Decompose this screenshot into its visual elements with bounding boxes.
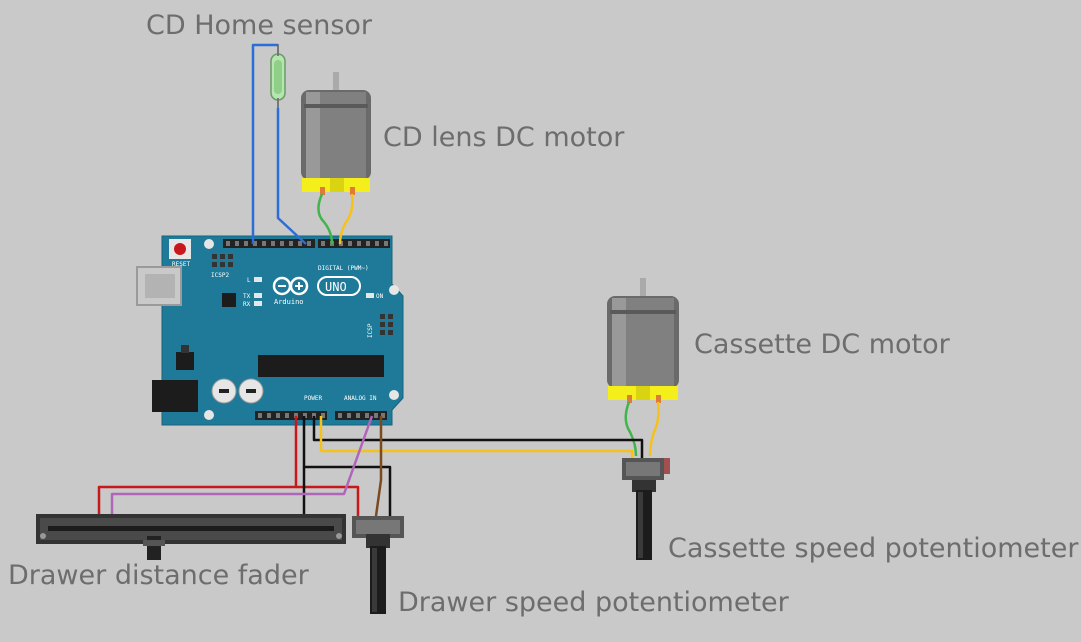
brand-label: Arduino (274, 298, 304, 306)
wire-green-cassette-motor (624, 401, 638, 457)
wire-blue-sensor-1 (251, 43, 278, 244)
cd-home-sensor (270, 44, 286, 108)
icsp2-label: ICSP2 (211, 272, 229, 279)
power-jack (152, 380, 198, 412)
wire-yellow-cassette-pot (319, 416, 634, 458)
wire-black-drawer-pot (302, 416, 392, 516)
drawer-distance-fader (36, 514, 346, 560)
wire-blue-sensor-2 (276, 108, 307, 245)
label-cassette-motor: Cassette DC motor (694, 329, 951, 360)
power-header (255, 411, 327, 420)
label-cd-lens-motor: CD lens DC motor (383, 122, 625, 153)
wire-black-cassette-pot (312, 416, 644, 458)
analog-header (335, 411, 387, 420)
tx-label: TX (243, 293, 251, 300)
label-drawer-speed-pot: Drawer speed potentiometer (398, 587, 790, 618)
reset-label: RESET (172, 261, 190, 268)
led-l-label: L (247, 277, 251, 284)
cassette-dc-motor (607, 278, 679, 403)
drawer-speed-potentiometer (352, 516, 404, 614)
wires (97, 43, 660, 517)
label-cassette-speed-pot: Cassette speed potentiometer (668, 533, 1079, 564)
arduino-uno-board: RESET ICSP2 DIGITAL (PWM~) UNO Arduino L (136, 235, 404, 426)
wire-red-drawer-pot (296, 485, 360, 516)
power-label: POWER (304, 395, 322, 402)
wire-green-cd-motor (317, 193, 334, 245)
rx-label: RX (243, 301, 251, 308)
wire-yellow-cd-motor (338, 193, 354, 245)
on-label: ON (376, 293, 384, 300)
label-cd-home-sensor: CD Home sensor (146, 10, 373, 41)
wire-brown-drawer-pot (374, 416, 383, 517)
cassette-speed-potentiometer (622, 458, 670, 560)
label-drawer-fader: Drawer distance fader (8, 560, 310, 591)
cd-lens-dc-motor (301, 72, 371, 195)
analog-label: ANALOG IN (344, 395, 377, 402)
digital-label: DIGITAL (PWM~) (318, 265, 369, 272)
wire-purple-fader (110, 415, 374, 514)
digital-header-left (223, 239, 315, 248)
model-label: UNO (325, 280, 347, 294)
icsp-label: ICSP (367, 323, 374, 338)
wire-red-power (97, 416, 298, 514)
atmega-chip (258, 355, 384, 377)
arduino-logo (272, 276, 361, 296)
digital-header-right (318, 239, 390, 248)
wire-yellow-cassette-motor (648, 401, 660, 457)
